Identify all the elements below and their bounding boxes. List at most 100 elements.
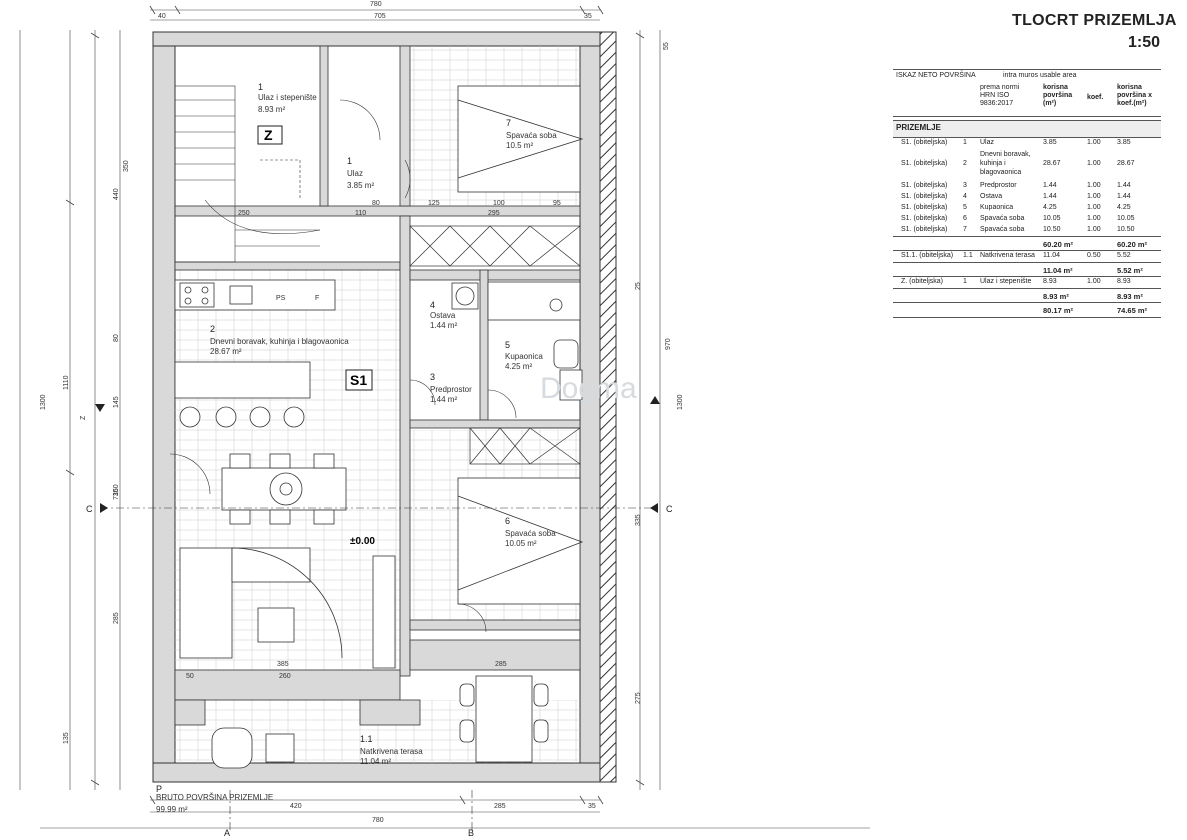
dim-right-3: 335 [635,514,642,526]
floor-plan: PS F Z S1 1 Ulaz i stepenište 8.93 m² 1 … [19,1,870,838]
dim-inner-9: 95 [553,200,561,207]
plan-title: TLOCRT PRIZEMLJA [1012,12,1177,29]
dim-inner-8: 50 [186,673,194,680]
room-1-name: Ulaz i stepenište [258,93,317,102]
dim-right-2: 1300 [677,394,684,410]
room-2-name: Dnevni boravak, kuhinja i blagovaonica [210,337,349,346]
room-2-area: 28.67 m² [210,347,242,356]
col-area: korisna površina (m²) [1043,84,1073,107]
dim-top-total: 780 [370,1,382,8]
room-4-name: Ostava [430,311,456,320]
room-11-area: 11.04 m² [360,757,391,766]
dim-inner-3: 125 [428,200,440,207]
dim-right-1: 970 [665,338,672,350]
room-1b-name: Ulaz [347,169,363,178]
col-area-coef: korisna površina x koef.(m²) [1117,84,1153,107]
unit-z-tag: Z [264,127,273,143]
col-norm: prema normi HRN ISO 9836:2017 [980,84,1020,107]
gross-area-label: BRUTO POVRŠINA PRIZEMLJE [156,793,273,802]
dim-left-2: 1110 [63,375,70,390]
room-3-area: 1.44 m² [430,395,457,404]
dim-inner-7: 285 [495,661,507,668]
room-6-num: 6 [505,516,510,526]
watermark: Dogma [540,372,637,405]
dim-inner-4: 295 [488,210,500,217]
room-3-name: Predprostor [430,385,472,394]
dim-right-5: 55 [663,42,670,50]
axis-b: B [468,828,474,838]
room-3-num: 3 [430,372,435,382]
room-5-name: Kupaonica [505,352,543,361]
level-marker: ±0.00 [350,536,375,547]
dim-right-6: 25 [635,282,642,290]
dim-bottom-2: 285 [494,803,506,810]
dim-inner-11: 80 [372,200,380,207]
dim-inner-10: 100 [493,200,505,207]
dim-left-1: 440 [113,188,120,200]
dim-inner-5: 385 [277,661,289,668]
room-7-name: Spavaća soba [506,131,557,140]
room-6-area: 10.05 m² [505,539,537,548]
room-4-area: 1.44 m² [430,321,457,330]
dim-bottom-total: 780 [372,817,384,824]
room-5-area: 4.25 m² [505,362,532,371]
plan-scale: 1:50 [1128,34,1161,51]
dim-left-3: 1300 [40,394,47,410]
dim-left-6: 285 [113,612,120,624]
dim-bottom-3: 35 [588,803,596,810]
room-2-num: 2 [210,324,215,334]
kitchen-label-ps: PS [276,295,286,302]
dim-top-2: 705 [374,13,386,20]
room-1b-num: 1 [347,156,352,166]
unit-s1-tag: S1 [350,372,367,388]
dim-bottom-1: 420 [290,803,302,810]
dim-top-1: 40 [158,13,166,20]
room-7-area: 10.5 m² [506,141,533,150]
room-1-area: 8.93 m² [258,105,285,114]
dim-inner-6: 260 [279,673,291,680]
room-1-num: 1 [258,82,263,92]
dim-left-8: 145 [113,396,120,408]
room-6-name: Spavaća soba [505,529,556,538]
room-1b-area: 3.85 m² [347,181,374,190]
dim-inner-1: 110 [355,210,366,217]
area-table: ISKAZ NETO POVRŠINA intra muros usable a… [893,69,1161,318]
axis-a: A [224,828,230,838]
axis-z-left: Z [80,415,87,420]
room-11-name: Natkrivena terasa [360,747,423,756]
dim-top-3: 35 [584,13,592,20]
table-header-subtitle: intra muros usable area [1003,72,1077,79]
table-row: S1. (obiteljska)2 Dnevni boravak, kuhinj… [901,151,1135,176]
dim-inner-2: 250 [238,210,250,217]
axis-c-left: C [86,504,93,514]
room-4-num: 4 [430,300,435,310]
section-prizemlje: PRIZEMLJE [893,120,1161,138]
dim-left-10: 80 [113,334,120,342]
dim-left-4: 350 [123,160,130,172]
room-5-num: 5 [505,340,510,350]
axis-p: P [156,784,162,794]
dim-left-9: 160 [113,484,120,496]
gross-area-value: 99.99 m² [156,805,188,814]
dim-right-4: 275 [635,692,642,704]
axis-c-right: C [666,504,673,514]
table-header-title: ISKAZ NETO POVRŠINA [896,72,976,79]
room-7-num: 7 [506,118,511,128]
room-11-num: 1.1 [360,734,373,744]
kitchen-label-f: F [315,295,319,302]
dim-left-7: 135 [63,732,70,744]
dim-left-5: 735 [113,488,120,500]
col-coef: koef. [1087,94,1104,101]
